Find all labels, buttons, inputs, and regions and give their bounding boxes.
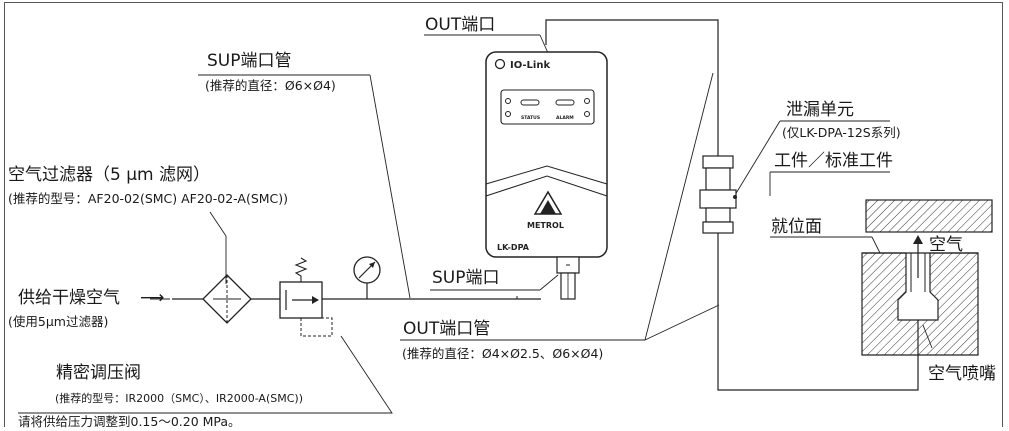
sup-tube-note: (推荐的直径：Ø6×Ø4) [205, 78, 336, 93]
diagram-frame [4, 2, 1003, 427]
leak-unit-note: (仅LK-DPA-12S系列) [782, 125, 901, 140]
air-nozzle [861, 252, 979, 356]
supply-label: 供给干燥空气 [18, 288, 120, 308]
sup-port-label: SUP端口 [432, 268, 500, 288]
workpiece-label: 工件／标准工件 [774, 151, 893, 171]
pressure-gauge-icon [353, 256, 381, 299]
status-led-label: STATUS [521, 115, 540, 121]
metrol-logo: METROL [527, 221, 564, 230]
supply-arrow-icon: ⟶ [140, 288, 165, 308]
lk-dpa-device [485, 51, 608, 300]
regulator-note: (推荐的型号：IR2000（SMC）、IR2000-A(SMC)) [55, 392, 303, 405]
nozzle-label: 空气喷嘴 [928, 364, 996, 384]
out-port-label: OUT端口 [425, 15, 496, 35]
filter-label: 空气过滤器（5 μm 滤网） [8, 165, 210, 185]
supply-note: (使用5μm过滤器) [8, 314, 109, 329]
sup-tube-label: SUP端口管 [207, 51, 292, 71]
seat-face-label: 就位面 [771, 217, 822, 237]
io-link-logo: IO-Link [510, 60, 550, 71]
leak-unit-label: 泄漏单元 [786, 100, 854, 120]
leader-lines [18, 34, 933, 414]
pressure-note: 请将供给压力调整到0.15～0.20 MPa。 [18, 414, 241, 429]
regulator-valve-icon [279, 257, 333, 337]
air-label: 空气 [929, 235, 963, 255]
regulator-label: 精密调压阀 [56, 363, 141, 383]
device-model-label: LK-DPA [497, 243, 530, 252]
out-tube-note: (推荐的直径：Ø4×Ø2.5、Ø6×Ø4) [402, 346, 604, 361]
workpiece [865, 199, 993, 233]
tube-fitting-icon [699, 155, 737, 234]
air-flow-arrow [913, 235, 923, 278]
alarm-led-label: ALARM [556, 115, 574, 121]
filter-note: (推荐的型号：AF20-02(SMC) AF20-02-A(SMC)) [8, 191, 289, 206]
out-tube-label: OUT端口管 [403, 319, 491, 339]
filter-diamond-icon [202, 274, 252, 324]
